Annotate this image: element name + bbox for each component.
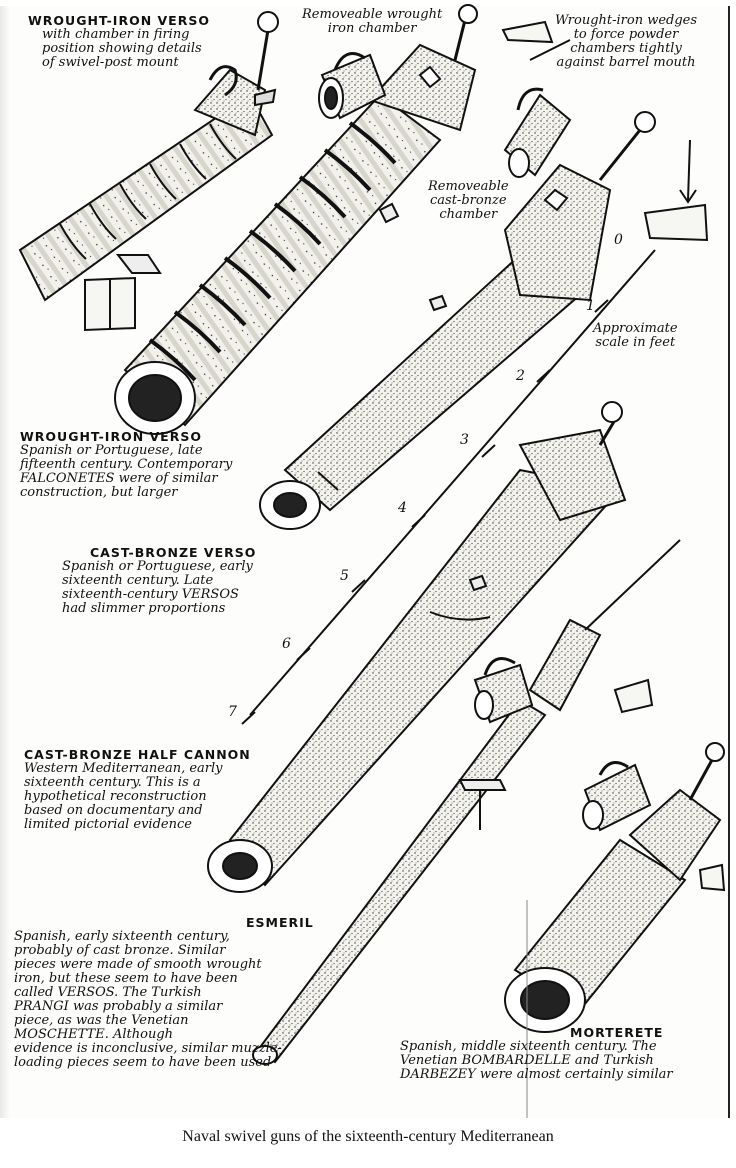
wrought-iron-verso-main [114, 4, 478, 435]
label-line: had slimmer proportions [62, 601, 226, 616]
label-wrought-iron-verso-top: WROUGHT-IRON VERSO with chamber in firin… [28, 14, 210, 70]
label-line: Approximate [593, 321, 678, 336]
scale-tick-4: 4 [398, 500, 407, 516]
label-line: Western Mediterranean, early [24, 761, 223, 776]
label-line: construction, but larger [20, 485, 178, 500]
label-line: sixteenth century. This is a [24, 775, 201, 790]
label-line: scale in feet [595, 335, 676, 350]
label-line: iron chamber [327, 21, 417, 36]
label-line: Wrought-iron wedges [555, 13, 698, 28]
label-line: to force powder [573, 27, 679, 42]
removable-bronze-chamber [503, 87, 572, 178]
label-line: pieces were made of smooth wrought [14, 957, 262, 972]
label-line: of swivel-post mount [42, 55, 179, 70]
label-line: Spanish or Portuguese, late [20, 443, 203, 458]
label-title: WROUGHT-IRON VERSO [28, 13, 210, 28]
label-line: Spanish or Portuguese, early [62, 559, 253, 574]
label-line: with chamber in firing [42, 27, 190, 42]
label-morterete: MORTERETE Spanish, middle sixteenth cent… [400, 1026, 673, 1082]
removable-iron-chamber [318, 52, 387, 120]
label-line: PRANGI was probably a similar [14, 999, 223, 1014]
label-line: chamber [439, 207, 498, 222]
label-scale: Approximate scale in feet [593, 322, 678, 350]
label-title: ESMERIL [246, 915, 314, 930]
cast-bronze-verso [259, 111, 656, 530]
label-title: CAST-BRONZE VERSO [90, 545, 257, 560]
label-line: probably of cast bronze. Similar [14, 943, 226, 958]
label-cast-bronze-verso: CAST-BRONZE VERSO Spanish or Portuguese,… [62, 546, 256, 616]
scale-tick-5: 5 [340, 568, 349, 584]
label-title: MORTERETE [570, 1025, 664, 1040]
label-cast-bronze-half-cannon: CAST-BRONZE HALF CANNON Western Mediterr… [24, 748, 251, 832]
label-line: sixteenth-century VERSOS [62, 587, 239, 602]
label-line: iron, but these seem to have been [14, 971, 238, 986]
label-esmeril: ESMERIL Spanish, early sixteenth century… [14, 916, 314, 1070]
wrought-iron-verso-top [18, 11, 279, 332]
scale-tick-0: 0 [614, 232, 623, 248]
scale-tick-1: 1 [586, 298, 595, 314]
label-line: Spanish, middle sixteenth century. The [400, 1039, 657, 1054]
label-line: hypothetical reconstruction [24, 789, 207, 804]
label-line: MOSCHETTE. Although [14, 1027, 174, 1042]
esmeril [252, 539, 681, 1065]
label-line: Venetian BOMBARDELLE and Turkish [400, 1053, 654, 1068]
label-line: cast-bronze [430, 193, 507, 208]
label-line: piece, as was the Venetian [14, 1013, 189, 1028]
scale-tick-6: 6 [282, 636, 291, 652]
label-line: based on documentary and [24, 803, 203, 818]
label-title: WROUGHT-IRON VERSO [20, 429, 202, 444]
label-line: Removeable wrought [302, 7, 443, 22]
label-line: loading pieces seem to have been used [14, 1055, 272, 1070]
label-removable-iron-chamber: Removeable wrought iron chamber [302, 8, 442, 36]
label-line: called VERSOS. The Turkish [14, 985, 202, 1000]
label-line: Removeable [428, 179, 509, 194]
label-line: against barrel mouth [556, 55, 696, 70]
label-iron-wedges: Wrought-iron wedges to force powder cham… [555, 14, 697, 70]
label-line: fifteenth century. Contemporary [20, 457, 233, 472]
cast-bronze-half-cannon [207, 401, 627, 893]
label-line: evidence is inconclusive, similar muzzle… [14, 1041, 282, 1056]
scale-tick-3: 3 [460, 432, 469, 448]
scale-tick-7: 7 [228, 704, 237, 720]
label-removable-bronze-chamber: Removeable cast-bronze chamber [428, 180, 509, 222]
page-gutter [0, 6, 10, 1118]
label-line: Spanish, early sixteenth century, [14, 929, 230, 944]
label-line: sixteenth century. Late [62, 573, 214, 588]
label-line: limited pictorial evidence [24, 817, 192, 832]
label-line: chambers tightly [570, 41, 682, 56]
label-line: DARBEZEY were almost certainly similar [400, 1067, 673, 1082]
label-title: CAST-BRONZE HALF CANNON [24, 747, 251, 762]
label-line: FALCONETES were of similar [20, 471, 218, 486]
morterete [504, 742, 725, 1033]
scale-bar [241, 39, 697, 725]
scale-tick-2: 2 [516, 368, 525, 384]
iron-wedges [501, 20, 726, 892]
label-line: position showing details [42, 41, 202, 56]
label-wrought-iron-verso: WROUGHT-IRON VERSO Spanish or Portuguese… [20, 430, 232, 500]
figure-caption: Naval swivel guns of the sixteenth-centu… [182, 1128, 554, 1145]
